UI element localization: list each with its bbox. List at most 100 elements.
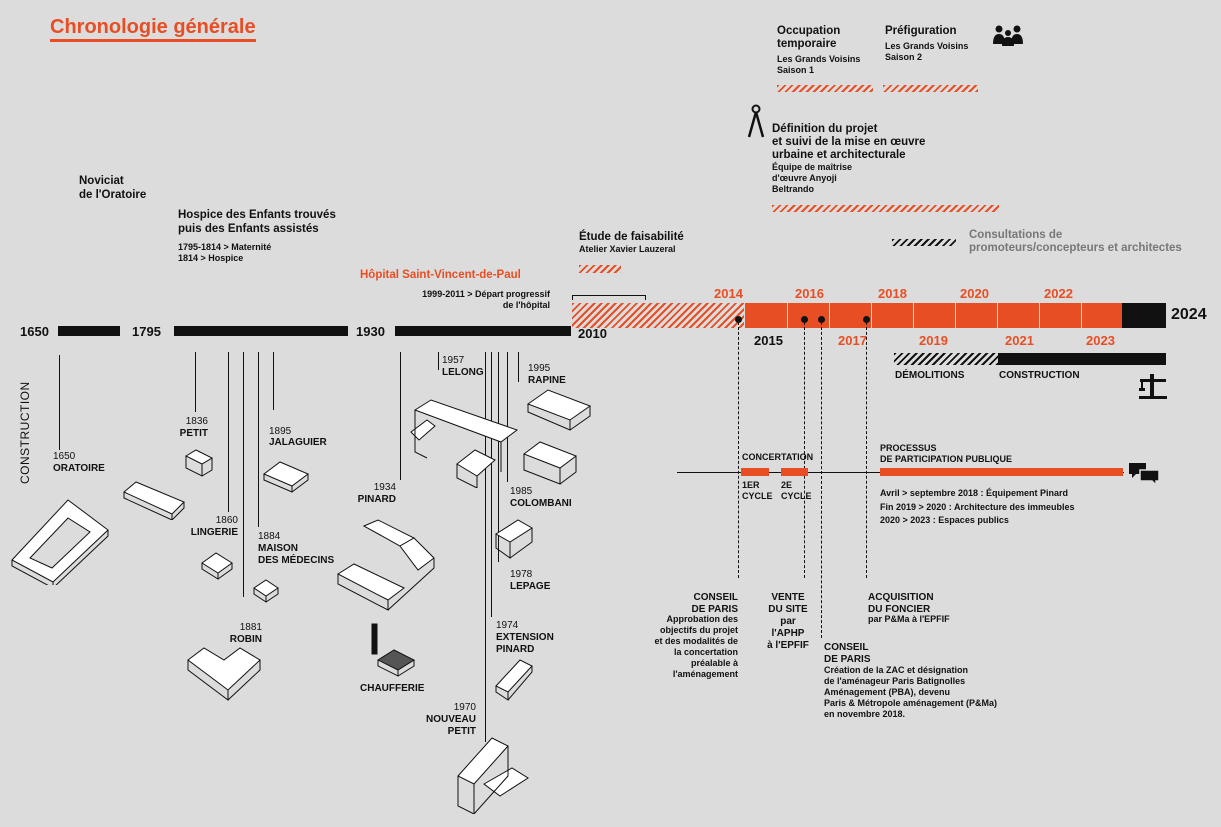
- year-label: 2015: [754, 333, 783, 348]
- building-nouveau-petit: [457, 737, 529, 814]
- prefiguration-sub: Les Grands Voisins Saison 2: [885, 41, 969, 62]
- building-year: 1895: [269, 426, 292, 437]
- event-dot: [818, 316, 825, 323]
- construction-bar: [998, 353, 1166, 365]
- event-line: [738, 322, 739, 578]
- concertation-cycle1: 1ER CYCLE: [742, 480, 773, 501]
- processus-bar: [880, 468, 1123, 476]
- building-name: CHAUFFERIE: [360, 683, 425, 694]
- building-name: MAISON DES MÉDECINS: [258, 543, 335, 566]
- leader-line: [485, 352, 486, 742]
- year-label: 1650: [20, 324, 49, 339]
- event-line: [821, 322, 822, 638]
- building-name: JALAGUIER: [269, 437, 327, 448]
- building-name: ORATOIRE: [53, 463, 105, 474]
- building-petit-small: [184, 449, 214, 477]
- timeline-hatch-2010: [572, 303, 744, 328]
- concertation-cycle2-bar: [781, 468, 808, 476]
- building-extension-pinard: [495, 659, 533, 701]
- year-label: 2016: [795, 286, 824, 301]
- concertation-cycle1-bar: [741, 468, 769, 476]
- year-label: 2014: [714, 286, 743, 301]
- conseil1-text: Approbation des objectifs du projet et d…: [654, 614, 738, 679]
- era-hospice-detail: 1795-1814 > Maternité 1814 > Hospice: [178, 242, 272, 263]
- event-dot: [735, 316, 742, 323]
- building-year: 1860: [215, 515, 238, 526]
- occupation-bar: [777, 85, 873, 92]
- year-label: 1930: [356, 324, 385, 339]
- building-year: 1957: [442, 355, 465, 366]
- building-year: 1884: [258, 531, 281, 542]
- construction-label: CONSTRUCTION: [999, 370, 1080, 381]
- building-year: 1985: [510, 486, 533, 497]
- event-line: [804, 322, 805, 578]
- building-name: RAPINE: [528, 375, 566, 386]
- building-lingerie: [201, 552, 233, 580]
- leader-line: [228, 352, 229, 512]
- building-lepage: [495, 519, 533, 559]
- leader-line: [498, 352, 499, 562]
- leader-line: [491, 352, 492, 617]
- leader-line: [258, 352, 259, 527]
- building-name: PETIT: [179, 428, 208, 439]
- prefiguration-title: Préfiguration: [885, 25, 957, 37]
- era-noviciat: Noviciat de l'Oratoire: [79, 175, 147, 201]
- timeline-bar-1795: [174, 326, 348, 336]
- etude-title: Étude de faisabilité: [579, 231, 684, 243]
- leader-line: [273, 352, 274, 410]
- year-label: 2023: [1086, 333, 1115, 348]
- building-name: ROBIN: [229, 634, 262, 645]
- building-colombani: [522, 441, 578, 485]
- leader-line: [400, 352, 401, 480]
- event-dot: [801, 316, 808, 323]
- timeline-bar-2024: [1122, 303, 1166, 328]
- conseil1-title: CONSEIL DE PARIS: [691, 592, 739, 615]
- processus-item: 2020 > 2023 : Espaces publics: [880, 515, 1009, 525]
- year-label-end: 2024: [1171, 306, 1207, 323]
- demolitions-bar: [894, 353, 998, 365]
- consultations-bar: [892, 239, 956, 246]
- leader-line: [438, 352, 439, 370]
- building-petit-1836: [123, 481, 185, 520]
- event-dot: [863, 316, 870, 323]
- era-hopital: Hôpital Saint-Vincent-de-Paul: [360, 269, 521, 281]
- building-name: LINGERIE: [190, 527, 238, 538]
- definition-title: Définition du projet et suivi de la mise…: [772, 123, 926, 161]
- year-label: 2017: [838, 333, 867, 348]
- building-rapine: [526, 389, 592, 431]
- concertation-cycle2: 2E CYCLE: [781, 480, 812, 501]
- building-year: 1978: [510, 569, 533, 580]
- building-lelong: [410, 399, 519, 488]
- building-name: COLOMBANI: [510, 498, 572, 509]
- processus-item: Fin 2019 > 2020 : Architecture des immeu…: [880, 502, 1075, 512]
- year-label: 2022: [1044, 286, 1073, 301]
- processus-title: PROCESSUS DE PARTICIPATION PUBLIQUE: [880, 443, 1013, 464]
- year-label: 2010: [578, 326, 607, 341]
- processus-item: Avril > septembre 2018 : Équipement Pina…: [880, 488, 1068, 498]
- building-name: LELONG: [442, 367, 484, 378]
- definition-bar: [772, 205, 999, 212]
- building-robin: [187, 647, 261, 701]
- building-year: 1881: [239, 622, 262, 633]
- definition-sub: Équipe de maîtrise d'œuvre Anyoji Beltra…: [772, 162, 853, 194]
- building-oratoire: [11, 499, 109, 585]
- year-label: 2019: [919, 333, 948, 348]
- crane-icon: [1139, 374, 1167, 399]
- conseil2-text: Création de la ZAC et désignation de l'a…: [824, 665, 998, 719]
- year-label: 2021: [1005, 333, 1034, 348]
- demolitions-label: DÉMOLITIONS: [895, 370, 965, 381]
- leader-line: [59, 355, 60, 450]
- building-year: 1970: [453, 702, 476, 713]
- occupation-sub: Les Grands Voisins Saison 1: [777, 54, 861, 75]
- building-name: PINARD: [357, 494, 396, 505]
- building-year: 1650: [53, 451, 76, 462]
- building-name: NOUVEAU PETIT: [425, 714, 476, 737]
- year-label: 1795: [132, 324, 161, 339]
- concertation-title: CONCERTATION: [742, 452, 814, 462]
- leader-line: [243, 352, 244, 597]
- etude-sub: Atelier Xavier Lauzeral: [579, 244, 676, 254]
- building-name: EXTENSION PINARD: [496, 632, 554, 655]
- timeline-bar-2014-2023: [745, 303, 1122, 328]
- vente-text: VENTE DU SITE par l'APHP à l'EPFIF: [767, 592, 809, 651]
- consultations-label: Consultations de promoteurs/concepteurs …: [969, 229, 1182, 254]
